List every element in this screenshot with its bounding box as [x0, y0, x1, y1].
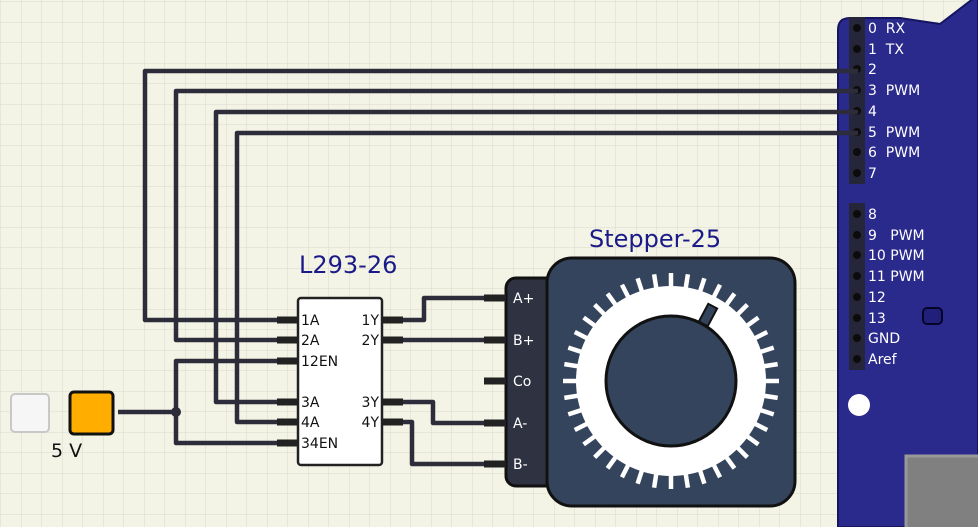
board-pin[interactable]	[853, 272, 861, 280]
chip-pin-label: 2A	[301, 333, 320, 349]
board-pin-label: 6 PWM	[868, 145, 920, 161]
board-pin-label: 10 PWM	[868, 248, 925, 264]
board-pin-label: 4	[868, 104, 877, 120]
chip-pin-label: 34EN	[301, 436, 338, 452]
stepper-pin-label: Co	[513, 374, 531, 390]
junction-dot	[171, 407, 181, 417]
board-pin-label: 12	[868, 290, 886, 306]
chip-body	[296, 296, 384, 467]
board-pin[interactable]	[853, 24, 861, 32]
board-pin-label: 13	[868, 311, 886, 327]
board-pin-label: 8	[868, 207, 877, 223]
board-pin-label: Aref	[868, 352, 898, 368]
wire-pin5-4A	[234, 130, 858, 425]
chip-pin-label: 3Y	[362, 395, 380, 411]
stepper-pin-label: A-	[513, 416, 527, 432]
chip-pin-2y[interactable]	[382, 336, 403, 344]
board-pin-label: 9 PWM	[868, 228, 925, 244]
board-pin[interactable]	[853, 355, 861, 363]
stepper-dial-icon	[563, 273, 779, 489]
stepper-pin-5[interactable]	[484, 460, 506, 468]
arduino-board[interactable]	[837, 0, 978, 527]
board-pin-label: 3 PWM	[868, 83, 920, 99]
power-label: 5 V	[51, 440, 82, 462]
chip-pin-1a[interactable]	[277, 316, 298, 324]
wires	[118, 68, 858, 467]
stepper-title: Stepper-25	[589, 225, 721, 253]
chip-pin-3a[interactable]	[277, 398, 298, 406]
l293-chip[interactable]: L293-26 1A 2A 12EN 3A 4A 34EN 1Y 2Y 3Y 4Y	[277, 251, 403, 467]
board-pin[interactable]	[853, 334, 861, 342]
usb-connector	[904, 454, 978, 527]
stepper-pin-3[interactable]	[484, 377, 506, 385]
chip-pin-4y[interactable]	[382, 418, 403, 426]
power-toggle-button[interactable]	[10, 393, 50, 433]
stepper-pin-4[interactable]	[484, 419, 506, 427]
chip-pin-34en[interactable]	[277, 439, 298, 447]
chip-pin-label: 3A	[301, 395, 320, 411]
stepper-pin-label: B-	[513, 457, 528, 473]
board-pin-label: GND	[868, 331, 900, 347]
board-pin-label: 0 RX	[868, 21, 906, 37]
chip-pin-label: 4A	[301, 415, 320, 431]
board-pin[interactable]	[853, 169, 861, 177]
stepper-pin-2[interactable]	[484, 336, 506, 344]
chip-pin-label: 1A	[301, 313, 320, 329]
chip-pin-12en[interactable]	[277, 357, 298, 365]
power-source[interactable]: 5 V	[10, 390, 115, 462]
board-pin[interactable]	[853, 251, 861, 259]
board-pin-label: 7	[868, 166, 877, 182]
chip-pin-4a[interactable]	[277, 418, 298, 426]
wire-5v-34EN	[173, 412, 298, 446]
power-source-icon[interactable]	[68, 390, 115, 436]
stepper-pin-label: B+	[513, 333, 534, 349]
stepper-pin-1[interactable]	[484, 294, 506, 302]
chip-pin-label: 2Y	[362, 333, 380, 349]
board-pin[interactable]	[853, 231, 861, 239]
wire-pin2-1A	[142, 68, 858, 323]
dial-pointer	[697, 302, 719, 328]
stepper-pin-label: A+	[513, 291, 534, 307]
chip-pin-label: 12EN	[301, 354, 338, 370]
board-pin-label: 5 PWM	[868, 125, 920, 141]
board-pin-label: 1 TX	[868, 42, 904, 58]
board-body	[837, 0, 978, 527]
board-pin[interactable]	[853, 45, 861, 53]
chip-pin-1y[interactable]	[382, 316, 403, 324]
mounting-hole	[848, 394, 870, 416]
wire-pin4-3A	[213, 109, 858, 405]
chip-title: L293-26	[299, 251, 397, 279]
board-pin-label: 2	[868, 62, 877, 78]
board-pin-label: 11 PWM	[868, 269, 925, 285]
led-13	[922, 307, 943, 325]
pin-header-lower	[849, 203, 865, 370]
board-pin[interactable]	[853, 148, 861, 156]
wire-3Y-Aminus	[382, 399, 506, 426]
stepper-motor[interactable]: Stepper-25	[484, 225, 797, 508]
pin-header-upper	[849, 17, 865, 184]
dial-rotor	[604, 314, 738, 448]
chip-pin-2a[interactable]	[277, 336, 298, 344]
chip-pin-3y[interactable]	[382, 398, 403, 406]
board-pin[interactable]	[853, 293, 861, 301]
board-pin[interactable]	[853, 314, 861, 322]
board-pin[interactable]	[853, 210, 861, 218]
chip-pin-label: 4Y	[362, 415, 380, 431]
chip-pin-label: 1Y	[362, 313, 380, 329]
wire-5v-12EN	[118, 358, 298, 415]
